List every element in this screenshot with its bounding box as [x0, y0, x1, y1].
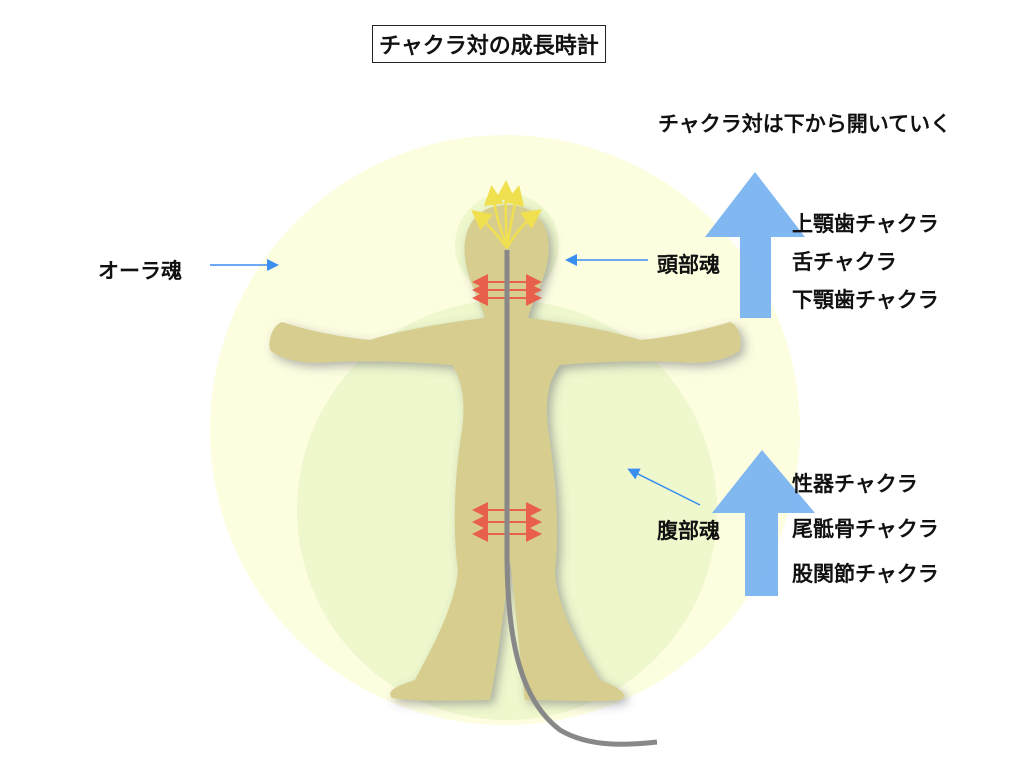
belly-pointer-arrow — [627, 468, 701, 506]
chakra-hip-joint: 股関節チャクラ — [792, 562, 939, 586]
upper-growth-arrow — [705, 172, 805, 318]
label-belly-soul: 腹部魂 — [657, 519, 720, 543]
lower-growth-arrow — [712, 450, 815, 596]
spine-cord — [504, 250, 658, 747]
chakra-upper-teeth: 上顎歯チャクラ — [792, 212, 939, 236]
label-aura-soul: オーラ魂 — [98, 259, 182, 283]
chakra-genital: 性器チャクラ — [792, 472, 918, 496]
page-title: チャクラ対の成長時計 — [372, 25, 606, 63]
chakra-tongue: 舌チャクラ — [792, 250, 897, 274]
label-head-soul: 頭部魂 — [657, 253, 720, 277]
crown-yellow-arrows — [471, 180, 543, 249]
chakra-coccyx: 尾骶骨チャクラ — [792, 517, 939, 541]
subtitle: チャクラ対は下から開いていく — [658, 112, 952, 136]
chakra-lower-teeth: 下顎歯チャクラ — [792, 288, 939, 312]
